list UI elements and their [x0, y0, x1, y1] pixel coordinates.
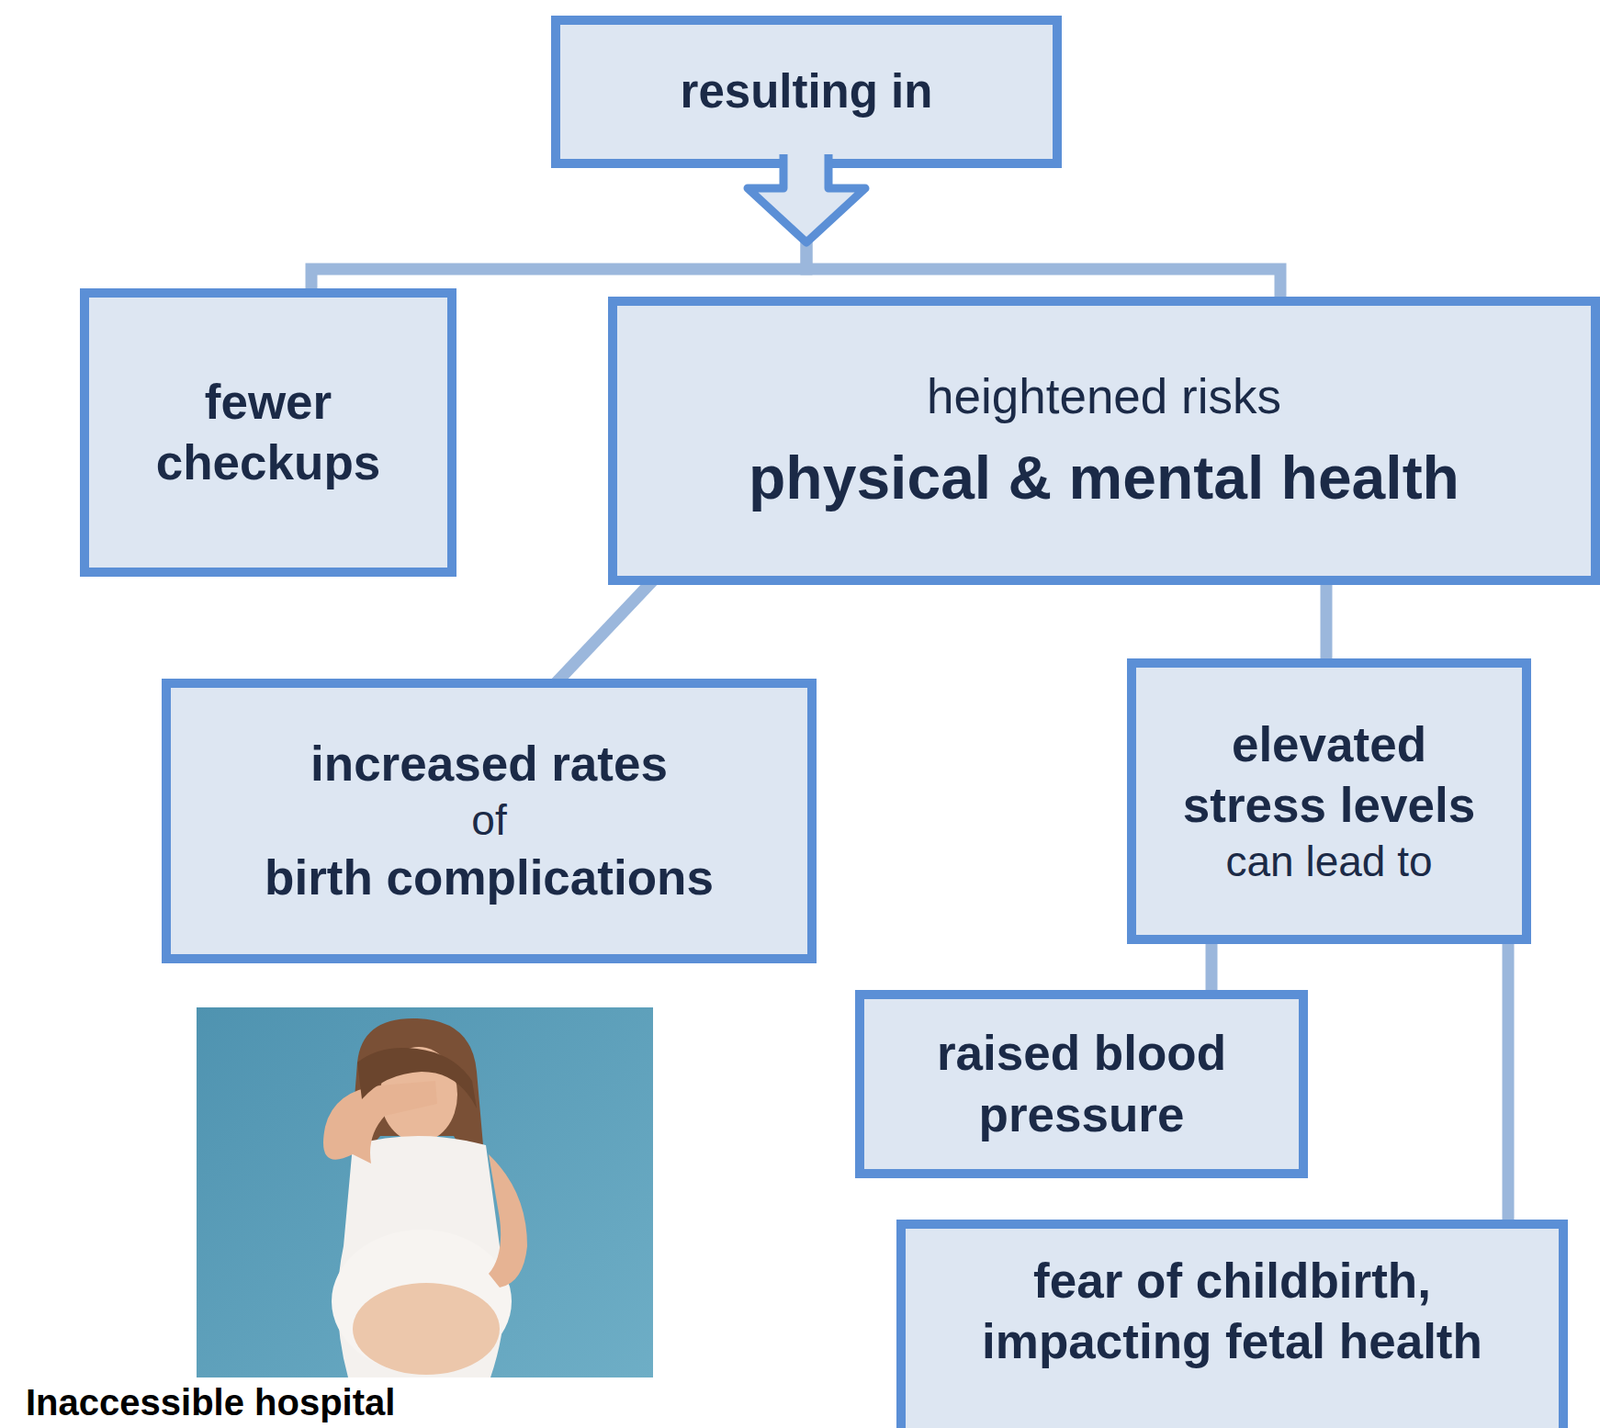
node-text: fear of childbirth, impacting fetal heal… — [925, 1250, 1539, 1374]
caption-label: Inaccessible hospital — [25, 1383, 395, 1422]
process-box: fewer checkups — [79, 288, 457, 577]
node-text: elevated stress levels — [1156, 714, 1502, 837]
connector — [1320, 580, 1333, 664]
node-text: birth complications — [264, 847, 714, 909]
node-text: physical & mental health — [748, 439, 1460, 517]
node-text: increased rates — [310, 733, 668, 795]
node-text: raised blood pressure — [884, 1023, 1279, 1146]
process-box: raised blood pressure — [855, 990, 1308, 1179]
connector — [1502, 939, 1515, 1225]
process-box: heightened risks physical & mental health — [608, 296, 1600, 586]
node-text: resulting in — [680, 62, 934, 122]
node-text: can lead to — [1225, 835, 1432, 890]
process-box: increased ratesofbirth complications — [161, 678, 817, 964]
connector — [555, 580, 654, 684]
process-box: fear of childbirth, impacting fetal heal… — [896, 1219, 1568, 1428]
connector — [806, 163, 1281, 302]
node-text: of — [471, 794, 507, 848]
connector — [311, 163, 807, 293]
result-box: resulting in — [551, 15, 1062, 169]
connector — [1205, 939, 1218, 995]
node-text: fewer checkups — [109, 371, 428, 495]
node-text: heightened risks — [926, 366, 1282, 428]
process-box: elevated stress levelscan lead to — [1126, 658, 1532, 945]
pregnant-woman-photo — [196, 1007, 654, 1378]
